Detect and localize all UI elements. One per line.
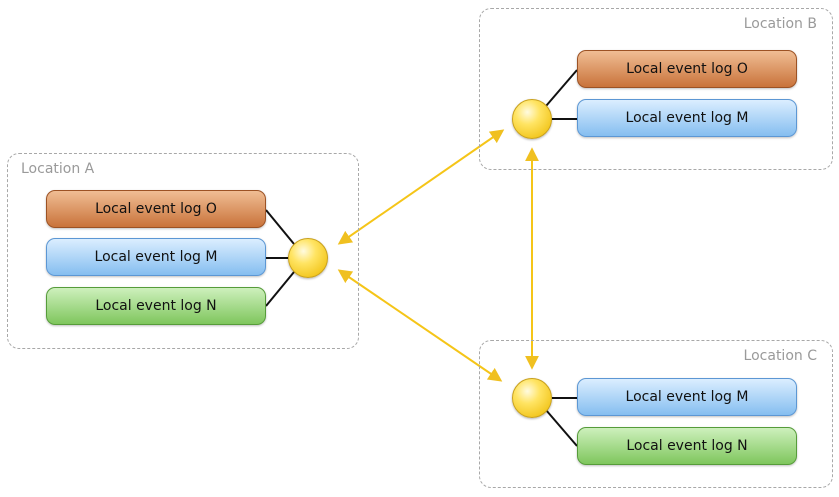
location-a-log-o: Local event log O: [46, 190, 266, 228]
location-b-node: [512, 99, 552, 139]
location-b-log-m: Local event log M: [577, 99, 797, 137]
location-c-box: [479, 340, 833, 488]
location-a-log-n: Local event log N: [46, 287, 266, 325]
location-c-log-m: Local event log M: [577, 378, 797, 416]
location-b-log-o: Local event log O: [577, 50, 797, 88]
location-b-label: Location B: [743, 16, 817, 32]
location-a-label: Location A: [21, 161, 95, 177]
link-a-log-n: [265, 271, 295, 307]
link-b-log-o: [545, 69, 578, 107]
location-a-box: [7, 153, 359, 349]
location-a-node: [288, 238, 328, 278]
location-c-label: Location C: [743, 348, 817, 364]
location-c-log-n: Local event log N: [577, 427, 797, 465]
location-c-node: [512, 378, 552, 418]
link-c-log-n: [545, 409, 578, 447]
location-a-log-m: Local event log M: [46, 238, 266, 276]
arrow-a-b: [337, 129, 505, 245]
link-a-log-o: [265, 209, 295, 245]
arrow-a-c: [337, 269, 503, 382]
location-b-box: [479, 8, 833, 170]
